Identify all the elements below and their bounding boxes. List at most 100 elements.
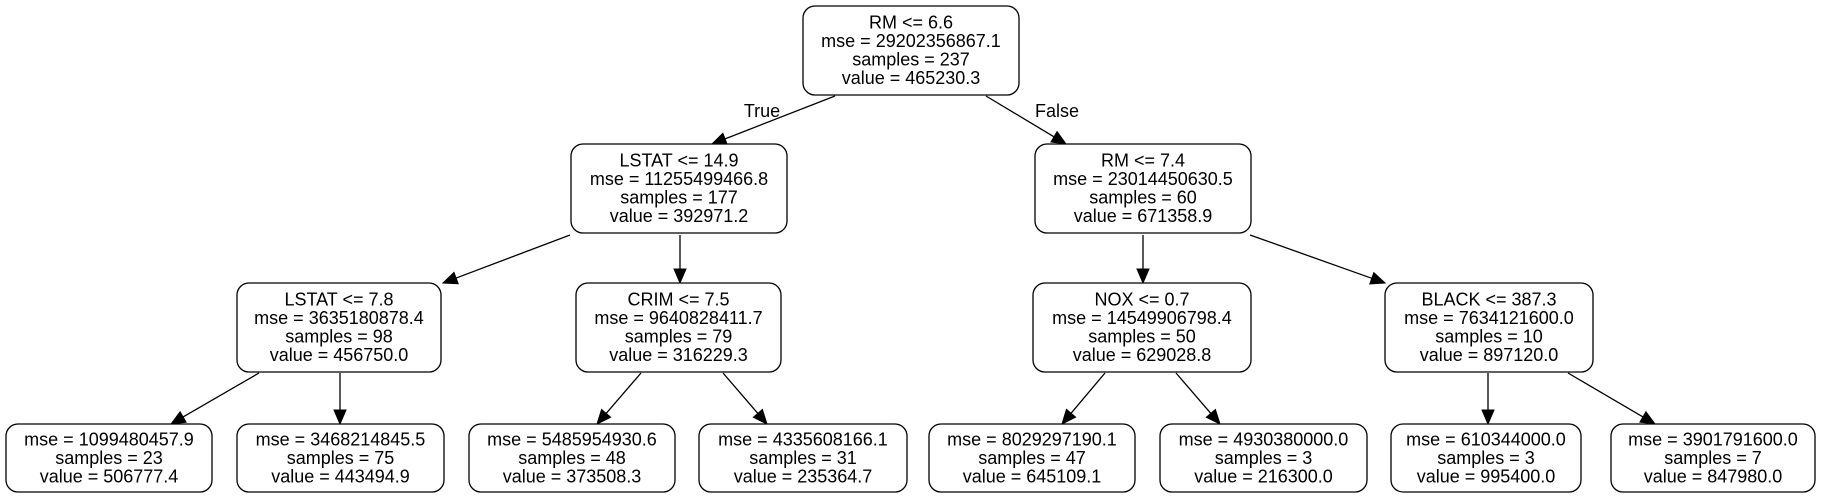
- edge-n4-n9: [596, 372, 642, 425]
- edge-label-false: False: [1035, 101, 1079, 121]
- node-box: [928, 423, 1136, 493]
- node-text-line: value = 506777.4: [40, 466, 179, 486]
- node-text-line: mse = 1099480457.9: [24, 429, 194, 449]
- node-text-line: mse = 610344000.0: [1406, 429, 1566, 449]
- edge-line: [182, 372, 260, 418]
- node-box: [1610, 423, 1816, 493]
- node-box: [802, 5, 1020, 96]
- node-text-line: mse = 5485954930.6: [487, 429, 657, 449]
- edge-n3-n8: [333, 373, 347, 426]
- node-text-line: samples = 237: [852, 50, 970, 70]
- node-text-line: samples = 3: [1437, 448, 1535, 468]
- node-text-line: RM <= 7.4: [1101, 151, 1185, 171]
- edge-line: [455, 234, 571, 279]
- node-text-line: samples = 98: [285, 327, 393, 347]
- node-text-line: mse = 3468214845.5: [256, 429, 426, 449]
- node-text-line: value = 392971.2: [610, 206, 749, 226]
- node-text-line: samples = 50: [1088, 327, 1196, 347]
- node-text-line: samples = 60: [1089, 188, 1197, 208]
- node-text-line: samples = 47: [978, 448, 1086, 468]
- node-box: [1384, 282, 1594, 373]
- node-text-line: CRIM <= 7.5: [627, 290, 729, 310]
- node-text-line: LSTAT <= 14.9: [619, 151, 738, 171]
- edge-line: [724, 95, 836, 140]
- edge-n2-n5: [1136, 235, 1150, 285]
- node-box: [468, 423, 676, 493]
- edge-n6-n14: [1567, 372, 1657, 425]
- edge-labels-layer: True False: [744, 101, 1079, 121]
- node-text-line: mse = 3635180878.4: [254, 308, 424, 328]
- edge-n0-n2: [985, 95, 1068, 145]
- node-box: [1032, 282, 1252, 373]
- arrowhead-icon: [752, 408, 768, 425]
- node-box: [236, 282, 442, 373]
- node-text-line: value = 629028.8: [1073, 345, 1212, 365]
- arrowhead-icon: [710, 132, 728, 146]
- edge-n3-n7: [169, 372, 260, 425]
- node-text-line: value = 456750.0: [270, 345, 409, 365]
- node-text-line: value = 645109.1: [963, 466, 1102, 486]
- node-box: [5, 423, 213, 493]
- node-text-line: value = 443494.9: [271, 466, 410, 486]
- node-text-line: samples = 48: [518, 448, 626, 468]
- arrowhead-icon: [333, 409, 347, 426]
- node-text-line: value = 235364.7: [734, 466, 873, 486]
- node-text-line: samples = 79: [625, 327, 733, 347]
- node-box: [575, 282, 782, 373]
- node-text-line: samples = 7: [1664, 448, 1762, 468]
- node-text-line: samples = 177: [620, 188, 738, 208]
- arrowhead-icon: [169, 410, 187, 425]
- node-text-line: NOX <= 0.7: [1094, 290, 1189, 310]
- node-text-line: samples = 31: [749, 448, 857, 468]
- arrowhead-icon: [1369, 271, 1387, 285]
- edge-line: [722, 372, 759, 414]
- edge-line: [1567, 372, 1644, 418]
- node-text-line: value = 897120.0: [1420, 345, 1559, 365]
- arrowhead-icon: [1481, 409, 1495, 426]
- node-text-line: RM <= 6.6: [869, 13, 953, 33]
- edge-n5-n11: [1061, 372, 1106, 425]
- arrowhead-icon: [596, 408, 612, 425]
- edge-line: [605, 372, 642, 414]
- arrowhead-icon: [673, 268, 687, 285]
- node-text-line: value = 373508.3: [503, 466, 642, 486]
- node-text-line: BLACK <= 387.3: [1421, 290, 1556, 310]
- edge-n1-n3: [441, 234, 571, 285]
- node-box: [570, 143, 788, 234]
- node-text-line: samples = 10: [1435, 327, 1543, 347]
- node-box: [1159, 423, 1368, 493]
- node-text-line: mse = 8029297190.1: [947, 429, 1117, 449]
- node-text-line: value = 847980.0: [1644, 466, 1783, 486]
- edges-layer: [169, 95, 1657, 426]
- arrowhead-icon: [441, 271, 459, 285]
- edge-n2-n6: [1249, 234, 1387, 285]
- arrowhead-icon: [1639, 410, 1657, 425]
- arrowhead-icon: [1061, 408, 1077, 425]
- arrowhead-icon: [1205, 408, 1221, 425]
- node-text-line: samples = 23: [55, 448, 163, 468]
- node-text-line: LSTAT <= 7.8: [284, 290, 393, 310]
- node-text-line: mse = 3901791600.0: [1628, 429, 1798, 449]
- node-text-line: mse = 7634121600.0: [1404, 308, 1574, 328]
- node-text-line: mse = 4930380000.0: [1179, 429, 1349, 449]
- node-text-line: mse = 9640828411.7: [594, 308, 762, 328]
- edge-line: [1070, 372, 1106, 414]
- arrowhead-icon: [1136, 268, 1150, 285]
- edge-n4-n10: [722, 372, 768, 425]
- edge-line: [1175, 372, 1212, 414]
- node-text-line: value = 316229.3: [609, 345, 748, 365]
